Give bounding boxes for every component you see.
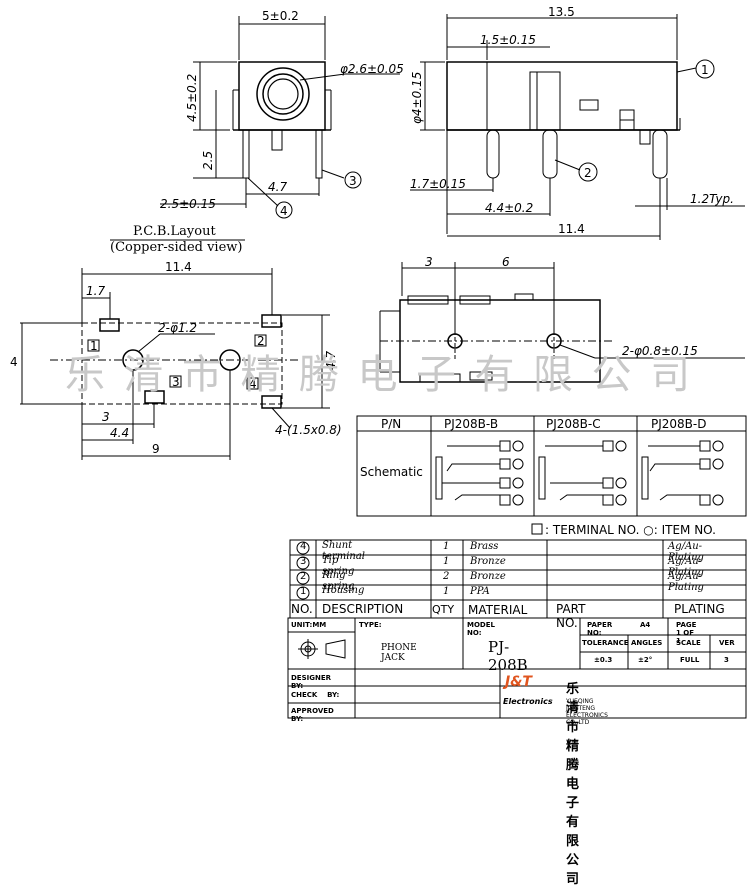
tb-page: PAGE 1 OF 1 (676, 621, 697, 645)
schematic-row-label: Schematic (360, 465, 423, 479)
bom-no-2: 2 (300, 571, 307, 582)
tb-paper-label: PAPER NO: (587, 621, 613, 637)
schematic-variant-b: PJ208B-B (444, 417, 498, 431)
pcb-pad-4: 4 (249, 377, 257, 391)
front-callout-4: 4 (280, 204, 288, 218)
bottom-view: 3 6 2-φ0.8±0.15 (379, 255, 745, 383)
schematic-variant-c: PJ208B-C (546, 417, 601, 431)
bom-plating-4: Ag/Au-Plating (668, 541, 704, 563)
side-body-len: 11.4 (558, 222, 585, 236)
tb-designer: DESIGNER BY: (291, 674, 332, 690)
front-view: 5±0.2 φ2.6±0.05 4.5±0.2 2.5 4.7 2.5±0.15… (160, 9, 404, 219)
pcb-subtitle: (Copper-sided view) (110, 240, 242, 255)
side-pin-x2: 4.4±0.2 (485, 201, 533, 215)
bom-header-no: NO. (291, 602, 313, 616)
tb-ver-val: 3 (724, 656, 729, 664)
title-block (287, 617, 747, 719)
bom-mat-4: Brass (470, 541, 499, 552)
front-pin-offset: 2.5±0.15 (160, 197, 216, 211)
pcb-pad-3: 3 (172, 375, 180, 389)
tb-tolerance: TOLERANCE (582, 639, 629, 647)
schematic-legend: : TERMINAL NO. ○: ITEM NO. (545, 523, 716, 537)
bom-plating-3: Ag/Au-Plating (668, 556, 704, 578)
tb-check: CHECK BY: (291, 691, 340, 699)
tb-scale: SCALE (676, 639, 701, 647)
front-pin-len: 2.5 (201, 151, 215, 170)
pcb-title: P.C.B.Layout (133, 224, 216, 239)
side-dia-dim: φ4±0.15 (410, 72, 424, 124)
bom-header-part: PART NO. (556, 602, 586, 630)
bom-mat-3: Bronze (470, 556, 506, 567)
bom-qty-3: 1 (443, 556, 450, 567)
tb-type-label: TYPE: (359, 621, 382, 629)
tb-model-label: MODEL NO: (467, 621, 495, 637)
bom-desc-1: Housing (322, 585, 365, 596)
pcb-height: 4 (10, 355, 18, 369)
side-callout-2: 2 (584, 166, 592, 180)
tb-angles: ANGLES (631, 639, 663, 647)
tb-ang-val: ±2° (638, 656, 653, 664)
pcb-hole-dim: 2-φ1.2 (158, 321, 197, 335)
schematic-variant-d: PJ208B-D (651, 417, 706, 431)
front-pin-span: 4.7 (268, 180, 287, 194)
tb-logo: J&T (505, 674, 532, 690)
schematic-table: P/N PJ208B-B PJ208B-C PJ208B-D Schematic (356, 415, 747, 517)
bom-plating-2: Ag/Au-Plating (668, 571, 704, 593)
bom-header-mat: MATERIAL (468, 603, 528, 617)
side-pin-x1: 1.7±0.15 (410, 177, 466, 191)
side-typ: 1.2Typ. (690, 192, 734, 206)
bom-header-plating: PLATING (674, 602, 725, 616)
pcb-h47: 4.7 (324, 351, 338, 370)
bom-desc-2: Ring spring (322, 570, 355, 592)
schematic-pn-label: P/N (381, 417, 401, 431)
bom-desc-4: Shunt terminal (322, 540, 365, 562)
pcb-d3: 3 (102, 410, 110, 424)
tb-scale-val: FULL (680, 656, 700, 664)
pcb-width: 11.4 (165, 260, 192, 274)
tb-unit: UNIT:MM (291, 621, 327, 629)
bom-qty-2: 2 (443, 571, 450, 582)
side-callout-1: 1 (701, 63, 709, 77)
pcb-d9: 9 (152, 442, 160, 456)
bom-table (289, 539, 747, 619)
pcb-pad-x: 1.7 (86, 284, 105, 298)
bom-qty-1: 1 (443, 586, 450, 597)
bottom-d6: 6 (502, 255, 510, 269)
tb-ver: VER (719, 639, 735, 647)
pcb-d44: 4.4 (110, 426, 129, 440)
bom-no-4: 4 (300, 541, 307, 552)
tb-logo-sub: Electronics (503, 697, 553, 706)
bom-no-3: 3 (300, 556, 307, 567)
tb-tol-val: ±0.3 (594, 656, 613, 664)
front-width-dim: 5±0.2 (262, 9, 299, 23)
bom-desc-3: Tip spring (322, 555, 355, 577)
tb-company-en: YUEQING JINGTENG ELECTRONICS CO.,LTD (566, 698, 608, 726)
side-view: 13.5 1.5±0.15 φ4±0.15 1.7±0.15 4.4±0.2 1… (410, 5, 745, 240)
bom-header-qty: QTY (432, 603, 455, 616)
bottom-d3: 3 (425, 255, 433, 269)
front-callout-3: 3 (349, 174, 357, 188)
tb-paper-value: A4 (640, 621, 651, 629)
bom-mat-1: PPA (470, 586, 490, 597)
front-hole-dim: φ2.6±0.05 (340, 62, 404, 76)
side-front-len: 1.5±0.15 (480, 33, 536, 47)
side-total-len: 13.5 (548, 5, 575, 19)
drawing-canvas: 5±0.2 φ2.6±0.05 4.5±0.2 2.5 4.7 2.5±0.15… (10, 5, 747, 719)
bottom-hole-dim: 2-φ0.8±0.15 (622, 344, 698, 358)
pcb-pad-dim: 4-(1.5x0.8) (275, 423, 342, 437)
pcb-pad-2: 2 (257, 334, 265, 348)
tb-type-value: PHONE JACK (381, 643, 417, 663)
bom-qty-4: 1 (443, 541, 450, 552)
pcb-layout: P.C.B.Layout (Copper-sided view) 4 1 2 3… (10, 224, 342, 460)
front-height-dim: 4.5±0.2 (185, 74, 199, 122)
company-watermark: 乐清市精腾电子有限公司 (65, 352, 690, 398)
pcb-pad-1: 1 (90, 339, 98, 353)
bom-header-desc: DESCRIPTION (322, 602, 404, 616)
bom-no-1: 1 (300, 586, 307, 597)
tb-approved: APPROVED BY: (291, 707, 334, 723)
bom-mat-2: Bronze (470, 571, 506, 582)
tb-model-value: PJ-208B (488, 638, 528, 674)
